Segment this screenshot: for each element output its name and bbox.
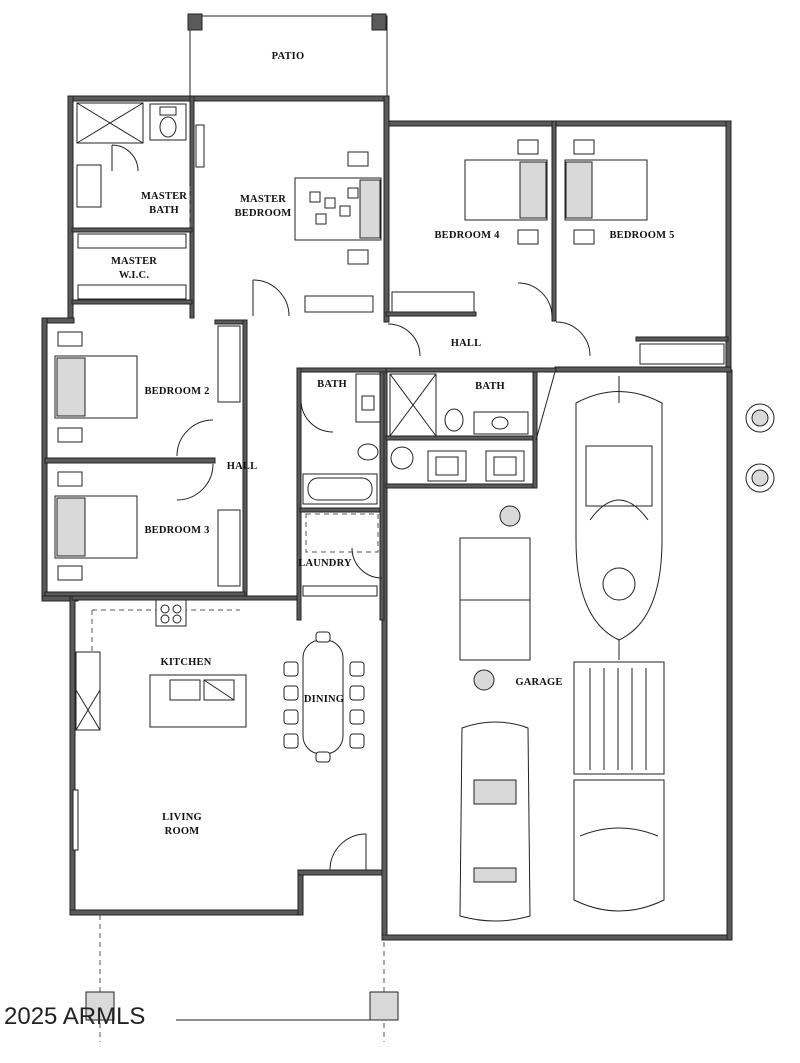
bedroom-5-furniture xyxy=(555,139,725,365)
label-master-wic-line1: MASTER xyxy=(111,256,157,267)
hall-doors xyxy=(387,323,421,357)
watermark: 2025 ARMLS xyxy=(4,1003,145,1030)
room-labels: PATIO MASTER BATH MASTER BEDROOM MASTER … xyxy=(111,51,674,837)
bath-fixtures xyxy=(300,371,556,597)
label-master-bath-line2: BATH xyxy=(149,205,179,216)
label-hall-upper: HALL xyxy=(451,338,482,349)
living-room-features xyxy=(72,789,399,1042)
label-living-line2: ROOM xyxy=(165,826,200,837)
label-bedroom-5: BEDROOM 5 xyxy=(609,230,674,241)
bedroom-3-furniture xyxy=(54,463,241,587)
label-garage: GARAGE xyxy=(515,677,562,688)
master-wic-closets xyxy=(77,233,187,300)
label-bath-right: BATH xyxy=(475,381,505,392)
label-kitchen: KITCHEN xyxy=(161,657,212,668)
label-master-wic-line2: W.I.C. xyxy=(119,270,149,281)
label-laundry: LAUNDRY xyxy=(298,558,352,569)
label-patio: PATIO xyxy=(272,51,305,62)
interior-walls xyxy=(44,95,729,621)
label-master-bath-line1: MASTER xyxy=(141,191,187,202)
label-bedroom-4: BEDROOM 4 xyxy=(434,230,500,241)
master-bed xyxy=(195,124,382,317)
bedroom-2-furniture xyxy=(54,325,241,457)
label-master-bedroom-line1: MASTER xyxy=(240,194,286,205)
kitchen-fixtures xyxy=(75,599,247,731)
label-master-bedroom-line2: BEDROOM xyxy=(235,208,292,219)
label-hall-mid: HALL xyxy=(227,461,258,472)
label-bedroom-2: BEDROOM 2 xyxy=(144,386,209,397)
bedroom-4-furniture xyxy=(391,139,553,318)
label-bath-left: BATH xyxy=(317,379,347,390)
garage-vehicles xyxy=(459,376,775,922)
label-dining: DINING xyxy=(304,694,344,705)
dining-table xyxy=(283,631,365,763)
label-bedroom-3: BEDROOM 3 xyxy=(144,525,209,536)
master-bath-fixtures xyxy=(76,102,191,230)
label-living-line1: LIVING xyxy=(162,812,202,823)
